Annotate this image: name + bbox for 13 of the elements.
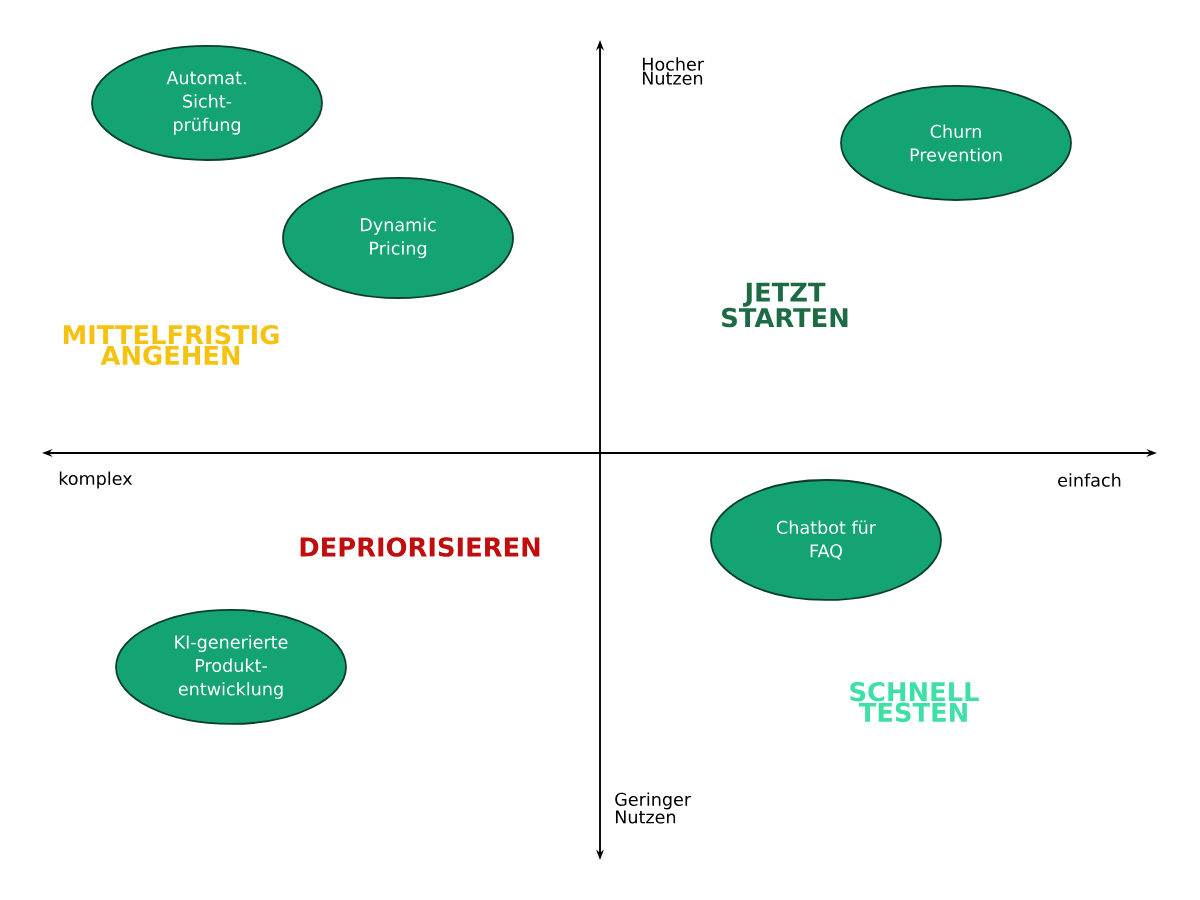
ellipse-node: Chatbot für FAQ	[710, 479, 942, 601]
quadrant-title: DEPRIORISIEREN	[300, 537, 540, 557]
ellipse-node: KI-generierte Produkt-entwicklung	[115, 609, 347, 725]
ellipse-node: Dynamic Pricing	[282, 177, 514, 299]
axis-label: Hocher Nutzen	[642, 57, 705, 85]
axis-label: Geringer Nutzen	[615, 792, 692, 824]
quadrant-title: SCHNELL TESTEN	[850, 681, 979, 723]
quadrant-title: JETZT STARTEN	[722, 282, 848, 328]
ellipse-node: Automat. Sicht-prüfung	[91, 45, 323, 161]
axis-label: einfach	[1058, 473, 1121, 487]
quadrant-title: MITTELFRISTIG ANGEHEN	[63, 324, 279, 366]
ellipse-node: Churn Prevention	[840, 85, 1072, 201]
axis-label: komplex	[59, 471, 132, 489]
